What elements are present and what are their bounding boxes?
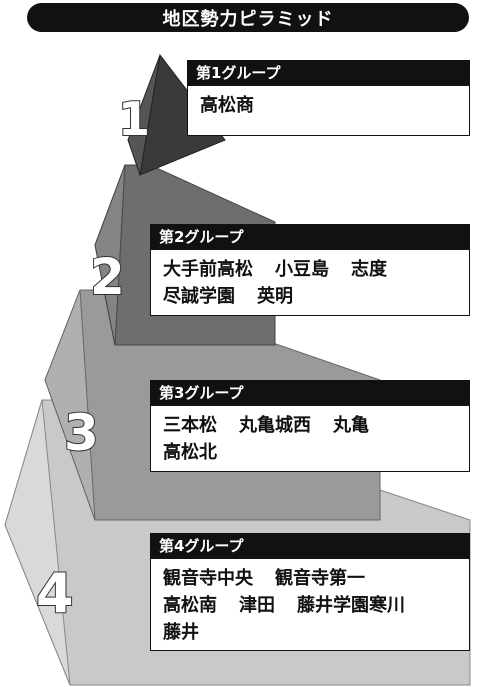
group-schools: 観音寺中央 観音寺第一 高松南 津田 藤井学園寒川 藤井: [151, 559, 469, 650]
school-name: 観音寺中央: [163, 568, 253, 589]
level-number-2: 2: [89, 247, 126, 307]
group-header: 第4グループ: [151, 534, 469, 559]
school-name: 英明: [257, 286, 293, 307]
school-line: 観音寺中央 観音寺第一: [163, 565, 461, 592]
school-name: 三本松: [163, 415, 217, 436]
group-header: 第1グループ: [188, 61, 469, 86]
school-name: 藤井学園寒川: [297, 595, 405, 616]
school-name: 藤井: [163, 622, 199, 643]
group-schools: 高松商: [188, 86, 469, 123]
group-schools: 大手前高松 小豆島 志度 尽誠学園 英明: [151, 250, 469, 314]
school-name: 高松北: [163, 442, 217, 463]
school-name: 小豆島: [275, 259, 329, 280]
school-name: 丸亀: [333, 415, 369, 436]
group-header: 第3グループ: [151, 381, 469, 406]
school-name: 津田: [239, 595, 275, 616]
level-number-1: 1: [117, 91, 151, 147]
school-name: 観音寺第一: [275, 568, 365, 589]
school-name: 高松商: [200, 95, 254, 116]
school-name: 尽誠学園: [163, 286, 235, 307]
group-box-4: 第4グループ 観音寺中央 観音寺第一 高松南 津田 藤井学園寒川 藤井: [150, 533, 470, 651]
page-title: 地区勢力ピラミッド: [27, 3, 469, 32]
school-name: 丸亀城西: [239, 415, 311, 436]
group-schools: 三本松 丸亀城西 丸亀 高松北: [151, 406, 469, 470]
school-line: 尽誠学園 英明: [163, 283, 461, 310]
group-box-3: 第3グループ 三本松 丸亀城西 丸亀 高松北: [150, 380, 470, 472]
pyramid-tier-2-face: [94, 164, 126, 346]
school-name: 高松南: [163, 595, 217, 616]
group-box-2: 第2グループ 大手前高松 小豆島 志度 尽誠学園 英明: [150, 224, 470, 316]
school-name: 大手前高松: [163, 259, 253, 280]
school-line: 大手前高松 小豆島 志度: [163, 256, 461, 283]
school-line: 高松商: [200, 92, 461, 119]
school-line: 高松南 津田 藤井学園寒川: [163, 592, 461, 619]
school-name: 志度: [351, 259, 387, 280]
group-header: 第2グループ: [151, 225, 469, 250]
school-line: 藤井: [163, 619, 461, 646]
level-number-3: 3: [63, 403, 100, 463]
school-line: 高松北: [163, 439, 461, 466]
pyramid-tier-1-face: [127, 54, 161, 176]
pyramid-tier-4-face: [4, 399, 71, 686]
level-number-4: 4: [35, 561, 75, 626]
school-line: 三本松 丸亀城西 丸亀: [163, 412, 461, 439]
group-box-1: 第1グループ 高松商: [187, 60, 470, 136]
pyramid-tier-3-face: [44, 289, 96, 521]
